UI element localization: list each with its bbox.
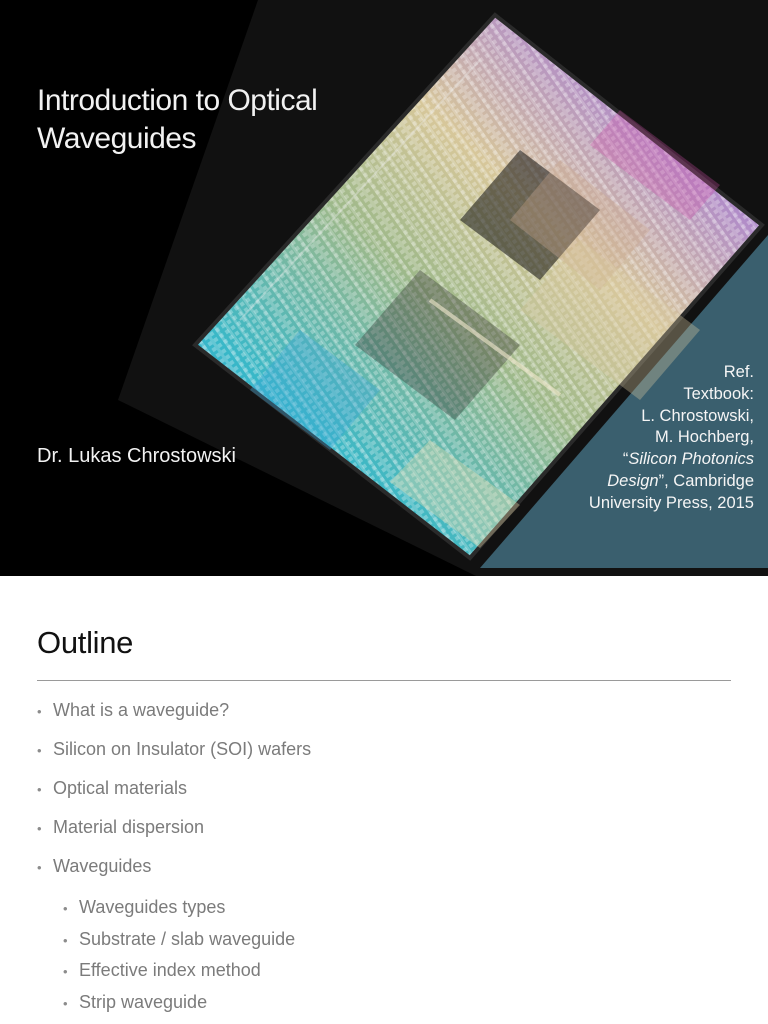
- publisher-part: ”, Cambridge: [658, 471, 754, 490]
- reference-panel: [480, 235, 768, 568]
- list-item: • Optical materials: [37, 774, 737, 813]
- list-item-text: Optical materials: [53, 778, 188, 798]
- title-line-1: Introduction to Optical: [37, 84, 318, 117]
- list-item: • Waveguides: [37, 852, 737, 893]
- sub-list-item: • Waveguides types: [37, 893, 737, 925]
- bullet-icon: •: [37, 743, 42, 758]
- ref-line: University Press, 2015: [588, 493, 754, 512]
- list-item-text: What is a waveguide?: [53, 700, 230, 720]
- ref-line: M. Hochberg,: [654, 428, 754, 447]
- title-divider: [37, 680, 731, 681]
- sub-list-item: • Strip waveguide: [37, 988, 737, 1020]
- open-quote: “: [622, 450, 629, 469]
- list-item-text: Material dispersion: [53, 817, 205, 837]
- sub-list-item-text: Strip waveguide: [79, 992, 208, 1013]
- chip-photo: [118, 0, 768, 576]
- bullet-icon: •: [63, 901, 68, 916]
- ref-book-title-line: “Silicon Photonics: [589, 449, 754, 471]
- sub-list-item-text: Substrate / slab waveguide: [79, 928, 296, 949]
- reference-text: Ref. Textbook: L. Chrostowski, M. Hochbe…: [589, 362, 754, 515]
- list-item: • What is a waveguide?: [37, 696, 737, 735]
- sub-list-item-text: Effective index method: [79, 960, 261, 981]
- outline-title: Outline: [37, 625, 134, 660]
- sub-list-item-text: Waveguides types: [79, 897, 226, 917]
- outline-slide: Outline • What is a waveguide? • Silicon…: [0, 576, 768, 1024]
- list-item: • Silicon on Insulator (SOI) wafers: [37, 735, 737, 774]
- list-item-text: Waveguides: [53, 856, 152, 876]
- bullet-icon: •: [37, 782, 42, 797]
- bullet-icon: •: [63, 932, 68, 948]
- bullet-icon: •: [37, 860, 42, 875]
- bullet-icon: •: [37, 704, 42, 719]
- book-title-part-1: Silicon Photonics: [628, 450, 754, 469]
- sub-list-item: • Substrate / slab waveguide: [37, 925, 737, 957]
- bullet-icon: •: [37, 821, 42, 836]
- title-line-2: Waveguides: [37, 122, 196, 155]
- ref-line: Textbook:: [683, 384, 754, 403]
- bullet-icon: •: [63, 964, 68, 980]
- ref-book-title-line-2: Design”, Cambridge: [589, 471, 754, 493]
- book-title-part-2: Design: [607, 471, 659, 490]
- title-slide: Introduction to Optical Waveguides Dr. L…: [0, 0, 768, 576]
- sub-list-item: • Effective index method: [37, 956, 737, 988]
- list-item-text: Silicon on Insulator (SOI) wafers: [53, 739, 312, 759]
- ref-line: Ref.: [723, 363, 754, 381]
- author-name: Dr. Lukas Chrostowski: [37, 445, 236, 467]
- list-item: • Material dispersion: [37, 813, 737, 852]
- slide-title: Introduction to Optical Waveguides: [37, 82, 377, 158]
- chip-die: [192, 12, 765, 561]
- bullet-icon: •: [63, 996, 68, 1012]
- outline-list: • What is a waveguide? • Silicon on Insu…: [37, 696, 737, 1020]
- ref-line: L. Chrostowski,: [641, 406, 754, 425]
